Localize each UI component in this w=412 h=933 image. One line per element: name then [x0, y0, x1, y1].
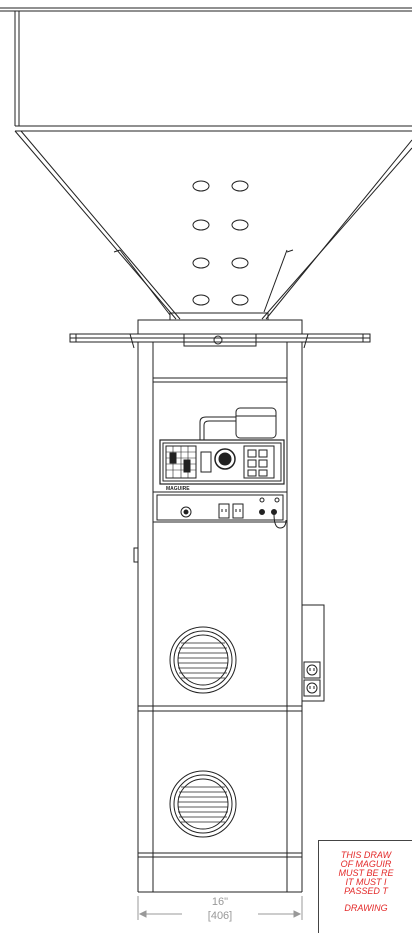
control-panel-brand: MAGUIRE [166, 486, 190, 492]
mounting-frame [69, 319, 371, 349]
hopper-upper-bin [0, 7, 412, 132]
notice-line: DRAWING [344, 903, 388, 913]
width-dimension-millimeters: [406] [207, 910, 233, 922]
notice-line: MUST BE RE [338, 868, 394, 878]
cabinet-body [133, 342, 303, 893]
width-dimension-inches: 16" [211, 896, 229, 908]
outlet-strip [152, 491, 288, 529]
vent-upper [169, 626, 237, 694]
notice-box: THIS DRAW OF MAGUIR MUST BE RE IT MUST I… [318, 840, 412, 933]
vent-lower [169, 770, 237, 838]
hopper-holes [192, 180, 249, 306]
notice-line: OF MAGUIR [340, 859, 392, 869]
width-dimension-line [137, 896, 303, 920]
hopper-cone [14, 130, 412, 321]
notice-line: PASSED T [344, 886, 388, 896]
motor-housing [199, 407, 277, 440]
notice-line: THIS DRAW [340, 850, 392, 860]
side-electrical-box [301, 604, 325, 702]
notice-line: IT MUST I [345, 877, 387, 887]
control-panel: MAGUIRE [159, 439, 285, 492]
